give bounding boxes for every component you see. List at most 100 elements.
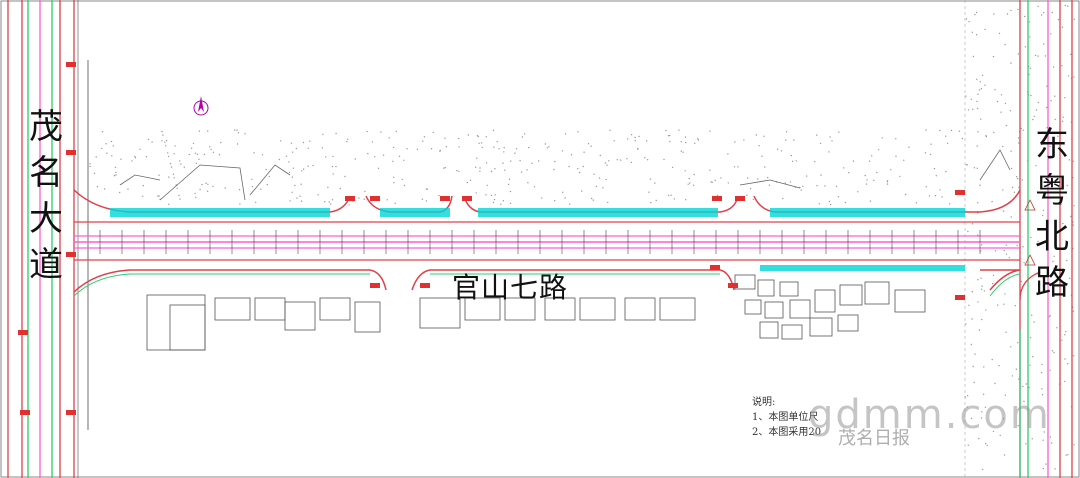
terrain-dot — [179, 198, 181, 200]
terrain-dot — [1029, 36, 1031, 38]
terrain-dot — [524, 133, 526, 135]
terrain-dot — [579, 171, 581, 174]
terrain-dot — [265, 168, 267, 171]
terrain-dot — [838, 131, 840, 133]
terrain-dot — [857, 191, 859, 193]
terrain-dot — [1023, 400, 1025, 403]
terrain-dot — [710, 181, 712, 183]
terrain-dot — [1041, 394, 1044, 396]
terrain-dot — [106, 152, 108, 154]
terrain-dot — [324, 201, 326, 203]
terrain-dot — [950, 129, 953, 132]
terrain-dot — [285, 155, 288, 157]
terrain-dot — [795, 160, 797, 162]
terrain-dot — [967, 230, 969, 233]
terrain-dot — [321, 147, 324, 149]
terrain-dot — [1042, 209, 1045, 211]
terrain-dot — [973, 167, 976, 169]
terrain-dot — [609, 129, 611, 131]
terrain-dot — [602, 187, 604, 189]
terrain-dot — [509, 190, 512, 193]
terrain-dot — [1024, 46, 1027, 48]
terrain-dot — [1035, 165, 1037, 167]
terrain-dot — [1004, 102, 1007, 105]
terrain-dot — [1014, 304, 1016, 307]
terrain-dot — [605, 178, 607, 181]
terrain-dot — [1046, 85, 1048, 87]
terrain-dot — [290, 142, 293, 144]
terrain-dot — [503, 151, 505, 153]
terrain-dot — [1031, 314, 1033, 316]
map-marker — [462, 196, 472, 201]
terrain-dot — [1049, 369, 1051, 371]
terrain-dot — [255, 201, 257, 203]
terrain-dot — [1056, 327, 1058, 329]
terrain-dot — [514, 152, 516, 154]
watermark: gdmm.com — [808, 392, 1051, 438]
terrain-dot — [521, 136, 524, 138]
notes-line-1: 1、本图单位尺 — [752, 412, 819, 423]
terrain-dot — [965, 95, 967, 97]
terrain-dot — [692, 184, 695, 186]
terrain-dot — [971, 31, 973, 33]
north-arrow-icon — [193, 96, 209, 116]
terrain-dot — [727, 153, 729, 155]
terrain-dot — [538, 160, 540, 162]
terrain-dot — [104, 188, 106, 190]
terrain-dot — [1000, 111, 1002, 113]
terrain-dot — [401, 178, 403, 181]
terrain-dot — [843, 167, 845, 169]
terrain-dot — [829, 136, 831, 138]
terrain-dot — [280, 140, 282, 142]
terrain-dot — [895, 138, 897, 140]
terrain-dot — [682, 151, 684, 153]
terrain-dot — [1072, 310, 1075, 312]
terrain-dot — [377, 167, 380, 169]
terrain-dot — [844, 201, 847, 204]
terrain-dot — [878, 149, 880, 151]
terrain-dot — [837, 196, 840, 198]
terrain-dot — [93, 172, 96, 174]
terrain-dot — [613, 140, 615, 142]
terrain-dot — [478, 142, 480, 144]
map-marker — [66, 410, 76, 415]
terrain-dot — [785, 131, 788, 133]
terrain-dot — [979, 81, 981, 83]
terrain-dot — [89, 165, 91, 168]
terrain-dot — [288, 161, 290, 163]
terrain-dot — [1067, 363, 1069, 365]
terrain-dot — [421, 198, 424, 200]
terrain-dot — [939, 189, 941, 191]
terrain-dot — [1044, 148, 1046, 150]
terrain-dot — [113, 175, 116, 177]
buildings-south — [146, 274, 926, 351]
terrain-dot — [973, 381, 975, 384]
main-road-name: 官山七路 — [452, 271, 569, 304]
terrain-dot — [205, 182, 207, 184]
terrain-dot — [562, 191, 564, 193]
terrain-dot — [331, 165, 334, 168]
terrain-dot — [997, 304, 999, 306]
terrain-dot — [1073, 18, 1076, 20]
terrain-dot — [644, 157, 646, 159]
terrain-dot — [671, 166, 674, 169]
terrain-dot — [924, 152, 927, 154]
terrain-dot — [577, 168, 579, 170]
terrain-dot — [852, 160, 855, 162]
terrain-dot — [210, 148, 212, 151]
terrain-dot — [1036, 242, 1038, 245]
terrain-dot — [866, 179, 868, 181]
terrain-dot — [212, 151, 215, 153]
terrain-dot — [492, 201, 495, 204]
terrain-dot — [196, 153, 199, 156]
terrain-dot — [890, 169, 892, 171]
terrain-dot — [176, 187, 178, 190]
terrain-dot — [971, 291, 973, 293]
map-marker — [66, 150, 76, 155]
terrain-dot — [876, 171, 878, 174]
notes-line-2: 2、本图采用20 — [752, 427, 822, 438]
terrain-dot — [172, 173, 175, 175]
terrain-dot — [974, 353, 976, 355]
terrain-dot — [980, 417, 983, 419]
station-ticks — [99, 230, 981, 254]
